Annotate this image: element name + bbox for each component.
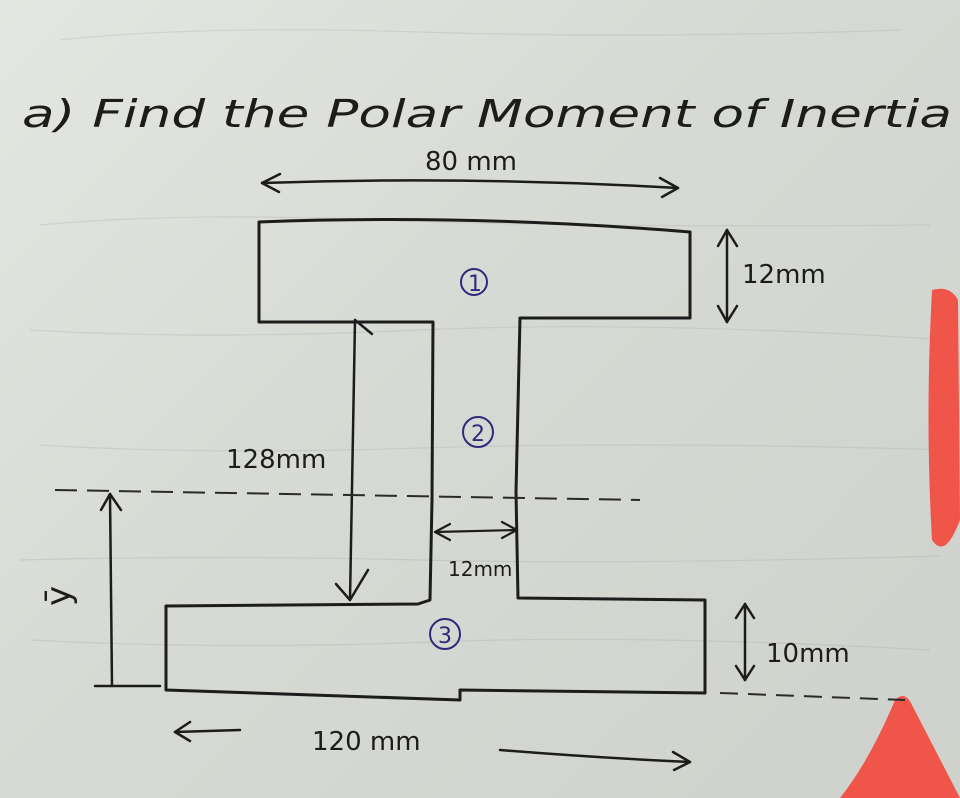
question-text: a) Find the Polar Moment of Inertia: [22, 92, 952, 136]
part-three-marker: 3: [429, 618, 461, 650]
top-flange: [164, 218, 707, 702]
centroid-label: ȳ: [39, 586, 79, 606]
web-thickness-arrow: [433, 520, 519, 542]
bottom-width-label: 120 mm: [312, 727, 421, 757]
web-height-label: 128mm: [226, 445, 326, 475]
svg-text:2: 2: [471, 422, 485, 447]
svg-text:3: 3: [438, 624, 452, 649]
bottom-thickness-arrow: [734, 602, 756, 682]
centroid-axis-line: [54, 489, 641, 501]
web-thickness-label: 12mm: [448, 557, 512, 581]
paper-background: [19, 29, 951, 651]
red-highlight-mark: [928, 288, 960, 547]
part-two-marker: 2: [462, 416, 494, 448]
top-thickness-arrow: [716, 228, 739, 324]
baseline-dashes: [719, 692, 906, 701]
web-height-arrow: [334, 318, 374, 602]
red-highlight-mark-bottom: [840, 696, 960, 798]
centroid-arrow: [93, 492, 162, 688]
top-thickness-label: 12mm: [742, 260, 826, 290]
svg-text:1: 1: [468, 272, 482, 297]
bottom-thickness-label: 10mm: [766, 639, 850, 669]
bottom-width-arrow: [173, 720, 692, 772]
top-width-arrow: [260, 172, 680, 199]
top-width-label: 80 mm: [425, 147, 517, 177]
part-one-marker: 1: [460, 268, 488, 297]
